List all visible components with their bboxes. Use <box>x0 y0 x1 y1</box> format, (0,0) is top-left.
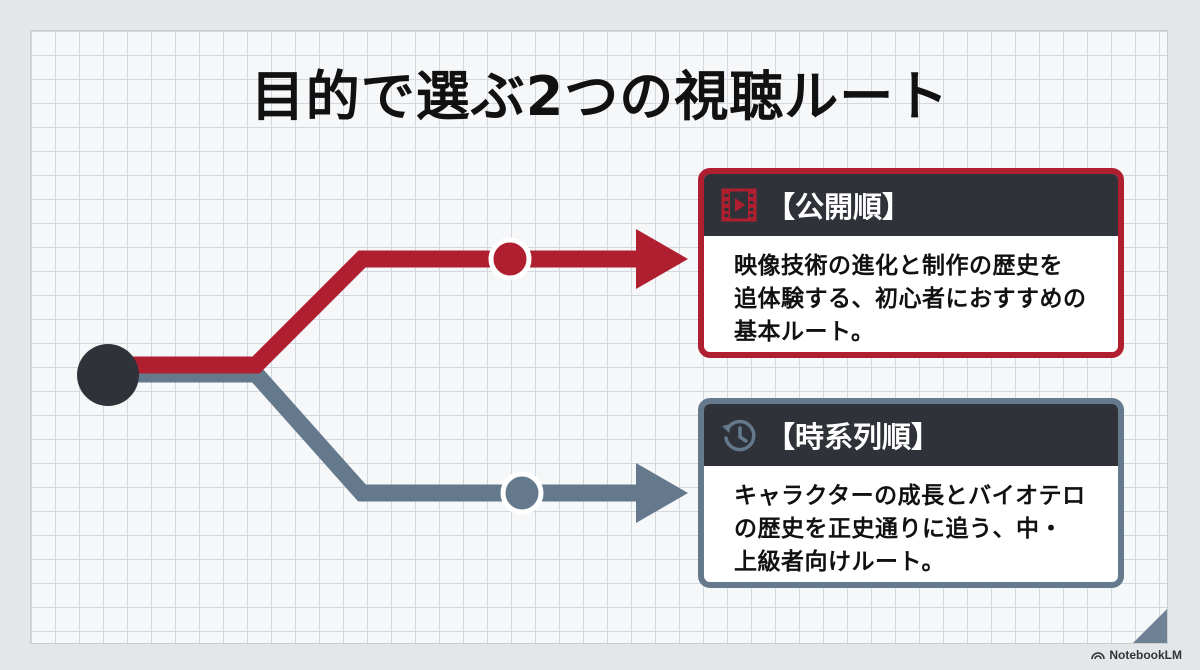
chronological-order-line: 上級者向けルート。 <box>734 549 946 575</box>
chronological-order-card: 【時系列順】 キャラクターの成長とバイオテロ の歴史を正史通りに追う、中・ 上級… <box>698 398 1124 588</box>
release-order-line: 映像技術の進化と制作の歴史を <box>734 253 1063 279</box>
chronological-route-line <box>108 365 640 502</box>
chronological-order-line: の歴史を正史通りに追う、中・ <box>734 516 1063 542</box>
release-order-line: 追体験する、初心者におすすめの <box>734 286 1087 312</box>
film-icon <box>720 186 758 224</box>
release-route-line <box>108 250 640 374</box>
chronological-order-heading: 【時系列順】 <box>766 420 941 454</box>
chronological-route-waypoint <box>500 471 544 515</box>
chronological-route-arrowhead <box>636 463 688 523</box>
release-order-heading: 【公開順】 <box>766 190 912 224</box>
history-clock-icon <box>720 416 758 454</box>
release-order-header: 【公開順】 <box>704 174 1118 236</box>
chronological-order-description: キャラクターの成長とバイオテロ の歴史を正史通りに追う、中・ 上級者向けルート。 <box>704 466 1118 579</box>
start-node <box>77 344 139 406</box>
release-order-card: 【公開順】 映像技術の進化と制作の歴史を 追体験する、初心者におすすめの 基本ル… <box>698 168 1124 358</box>
notebooklm-logo-icon <box>1091 652 1106 660</box>
release-order-description: 映像技術の進化と制作の歴史を 追体験する、初心者におすすめの 基本ルート。 <box>704 236 1118 349</box>
release-route-arrowhead <box>636 229 688 289</box>
page-title: 目的で選ぶ2つの視聴ルート <box>250 65 950 128</box>
watermark-text: NotebookLM <box>1109 648 1182 662</box>
release-order-line: 基本ルート。 <box>734 319 875 345</box>
notebooklm-watermark: NotebookLM <box>1091 648 1182 662</box>
release-route-waypoint <box>488 237 532 281</box>
page-corner-fold <box>1133 609 1167 643</box>
chronological-order-header: 【時系列順】 <box>704 404 1118 466</box>
chronological-order-line: キャラクターの成長とバイオテロ <box>734 483 1086 509</box>
